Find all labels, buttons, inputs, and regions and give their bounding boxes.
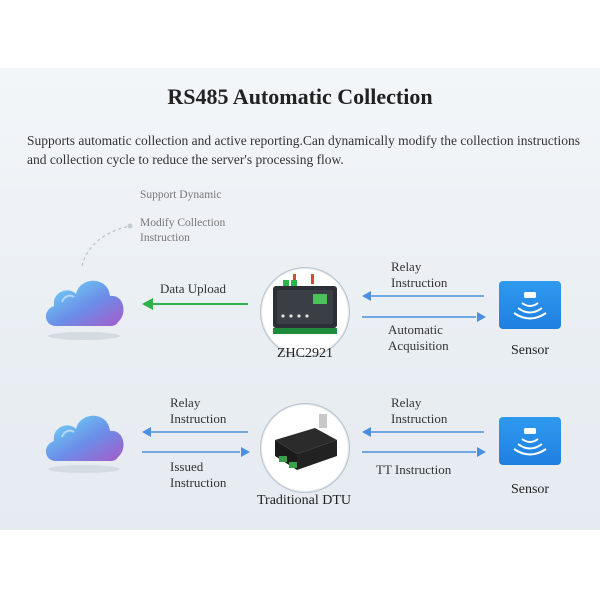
row2-right-relay-line1: Relay	[391, 395, 422, 410]
row1-relay-line2: Instruction	[391, 275, 448, 290]
cloud-icon	[45, 415, 124, 473]
row2-left-relay-line1: Relay	[170, 395, 201, 410]
cloud-icon	[45, 280, 124, 340]
row2-left-relay-arrow	[142, 427, 248, 437]
row1-relay-arrow	[362, 291, 484, 301]
row2-sensor-label: Sensor	[510, 482, 550, 497]
dtu-label: Traditional DTU	[257, 493, 351, 508]
row1-auto-line1: Automatic	[388, 322, 443, 337]
row1-relay-line1: Relay	[391, 259, 422, 274]
zhc2921-device-icon	[273, 274, 337, 334]
row2-issued-line1: Issued	[170, 459, 204, 474]
annotation-line3: Instruction	[140, 232, 190, 244]
zhc2921-label: ZHC2921	[277, 346, 333, 361]
data-upload-arrow	[142, 298, 248, 310]
data-upload-label: Data Upload	[160, 281, 227, 296]
row1-acquisition-arrow	[362, 312, 486, 322]
row2-tt-label: TT Instruction	[376, 462, 452, 477]
sensor-icon	[499, 417, 561, 465]
row1-auto-line2: Acquisition	[388, 338, 449, 353]
description-text: Supports automatic collection and active…	[27, 133, 580, 167]
sensor-icon	[499, 281, 561, 329]
annotation-dashed-curve	[81, 223, 133, 267]
dtu-device-icon	[275, 414, 337, 470]
row2-right-relay-line2: Instruction	[391, 411, 448, 426]
row2-tt-arrow	[362, 447, 486, 457]
row2-issued-line2: Instruction	[170, 475, 227, 490]
page-title: RS485 Automatic Collection	[167, 84, 433, 109]
row2-right-relay-arrow	[362, 427, 484, 437]
row1-sensor-label: Sensor	[510, 343, 550, 358]
annotation-line1: Support Dynamic	[140, 189, 222, 201]
annotation-line2: Modify Collection	[140, 217, 226, 229]
row2-issued-arrow	[142, 447, 250, 457]
row2-left-relay-line2: Instruction	[170, 411, 227, 426]
